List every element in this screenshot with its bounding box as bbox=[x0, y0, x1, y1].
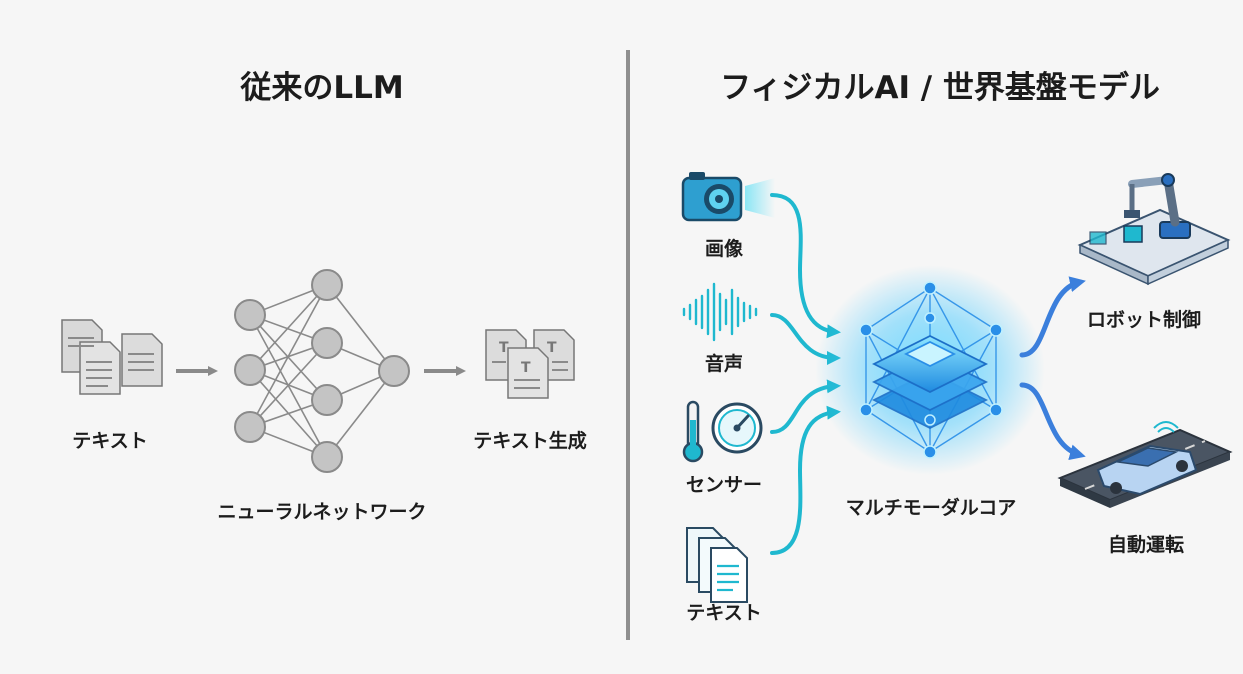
svg-text:T: T bbox=[521, 360, 531, 376]
car-icon bbox=[1057, 421, 1233, 508]
neural-network-icon bbox=[234, 269, 410, 473]
camera-icon bbox=[681, 172, 775, 222]
sensor-icon bbox=[682, 400, 763, 463]
svg-text:T: T bbox=[547, 340, 557, 356]
input-text-label: テキスト bbox=[72, 430, 148, 452]
right-panel-title: フィジカルAI / 世界基盤モデル bbox=[720, 70, 1160, 106]
input-text-label-right: テキスト bbox=[686, 602, 762, 624]
audio-label: 音声 bbox=[704, 353, 744, 375]
text-generation-label: テキスト生成 bbox=[473, 430, 587, 452]
svg-text:T: T bbox=[499, 340, 509, 356]
arrow-image-to-core bbox=[770, 193, 841, 339]
neural-network-label: ニューラルネットワーク bbox=[217, 501, 427, 523]
robot-control-label: ロボット制御 bbox=[1086, 309, 1202, 331]
sensor-label: センサー bbox=[685, 474, 763, 496]
left-panel-title: 従来のLLM bbox=[240, 70, 404, 106]
image-label: 画像 bbox=[704, 238, 744, 260]
autonomous-driving-label: 自動運転 bbox=[1107, 534, 1185, 556]
documents-icon bbox=[61, 319, 163, 395]
arrow-core-to-driving bbox=[1019, 382, 1086, 461]
arrow-text-to-core bbox=[770, 405, 841, 555]
multimodal-core-label: マルチモーダルコア bbox=[845, 497, 1017, 519]
robot-arm-icon bbox=[1077, 173, 1231, 286]
arrow-core-to-robot bbox=[1019, 276, 1086, 358]
document-icon bbox=[686, 527, 748, 603]
multimodal-core-icon bbox=[815, 265, 1045, 475]
sound-wave-icon bbox=[682, 282, 758, 342]
